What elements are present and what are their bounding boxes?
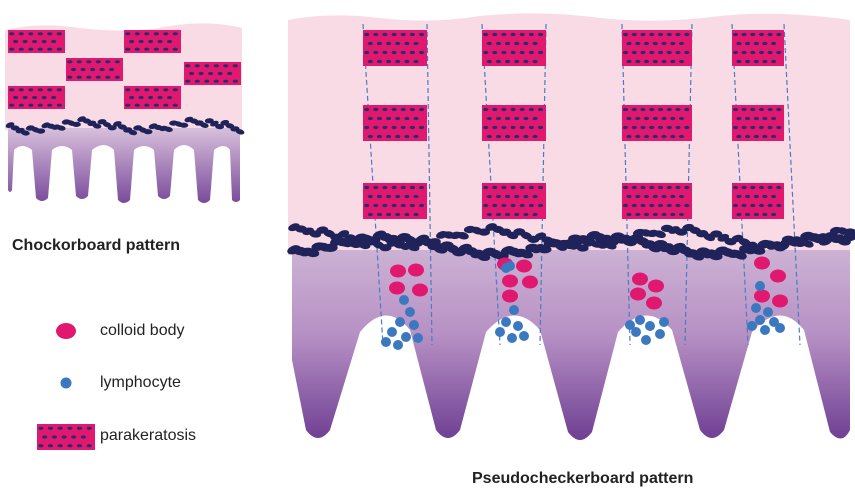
parakeratosis-block [622,183,692,219]
colloid-body [648,280,664,293]
lymphocyte [513,321,523,331]
parakeratosis-block [482,183,546,219]
parakeratosis-block [732,30,784,66]
checkerboard-panel [5,23,245,203]
colloid-body [754,290,770,303]
lymphocyte [501,317,511,327]
colloid-body [502,275,518,288]
lymphocyte [399,295,409,305]
parakeratosis-block [622,30,692,66]
colloid-body [754,257,770,270]
lymphocyte [625,320,635,330]
legend [37,323,95,450]
lymphocyte [501,263,511,273]
lymphocyte [387,327,397,337]
colloid-body [412,284,428,297]
legend-label-colloid-body: colloid body [100,322,185,340]
parakeratosis-block [66,58,123,81]
colloid-body [630,288,646,301]
colloid-body [390,265,406,278]
parakeratosis-block [482,105,546,141]
parakeratosis-block [363,105,427,141]
colloid-body [502,290,518,303]
lymphocyte [409,320,419,330]
lymphocyte [507,333,517,343]
lymphocyte [775,323,785,333]
lymphocyte [659,317,669,327]
lymphocyte [519,331,529,341]
pseudocheckerboard-panel [286,13,855,440]
pseudocheckerboard-caption: Pseudocheckerboard pattern [472,470,693,488]
colloid-body [632,273,648,286]
lymphocyte [495,327,505,337]
parakeratosis-block [124,30,181,53]
parakeratosis-icon [37,424,95,450]
lymphocyte [395,317,405,327]
parakeratosis-block [37,424,95,450]
dermis-right [292,250,850,440]
parakeratosis-block [732,105,784,141]
parakeratosis-block [732,183,784,219]
lymphocyte [401,332,411,342]
lymphocyte [413,333,423,343]
colloid-body [389,282,405,295]
lymphocyte [763,307,773,317]
colloid-body [408,264,424,277]
colloid-body [772,295,788,308]
lymphocyte [755,315,765,325]
parakeratosis-block [622,105,692,141]
parakeratosis-block [8,86,65,109]
lymphocyte [760,325,770,335]
lymphocyte [655,329,665,339]
dermis-left [8,128,240,203]
parakeratosis-block [8,30,65,53]
lymphocyte [635,315,645,325]
lymphocyte [381,337,391,347]
lymphocyte [751,303,761,313]
lymphocyte [645,321,655,331]
parakeratosis-block [124,86,181,109]
lymphocyte [509,305,519,315]
colloid-body [646,297,662,310]
parakeratosis-block [363,30,427,66]
legend-label-parakeratosis: parakeratosis [100,427,196,445]
colloid-body [770,270,786,283]
lymphocyte [405,307,415,317]
colloid-body-icon [56,323,76,339]
colloid-body [516,260,532,273]
parakeratosis-block [363,183,427,219]
lymphocyte-icon [61,378,72,389]
parakeratosis-block [184,62,241,85]
colloid-body [522,276,538,289]
parakeratosis-block [482,30,546,66]
lymphocyte [641,335,651,345]
lymphocyte [755,281,765,291]
checkerboard-caption: Chockorboard pattern [12,237,180,255]
lymphocyte [747,321,757,331]
lymphocyte [393,340,403,350]
legend-label-lymphocyte: lymphocyte [100,374,181,392]
